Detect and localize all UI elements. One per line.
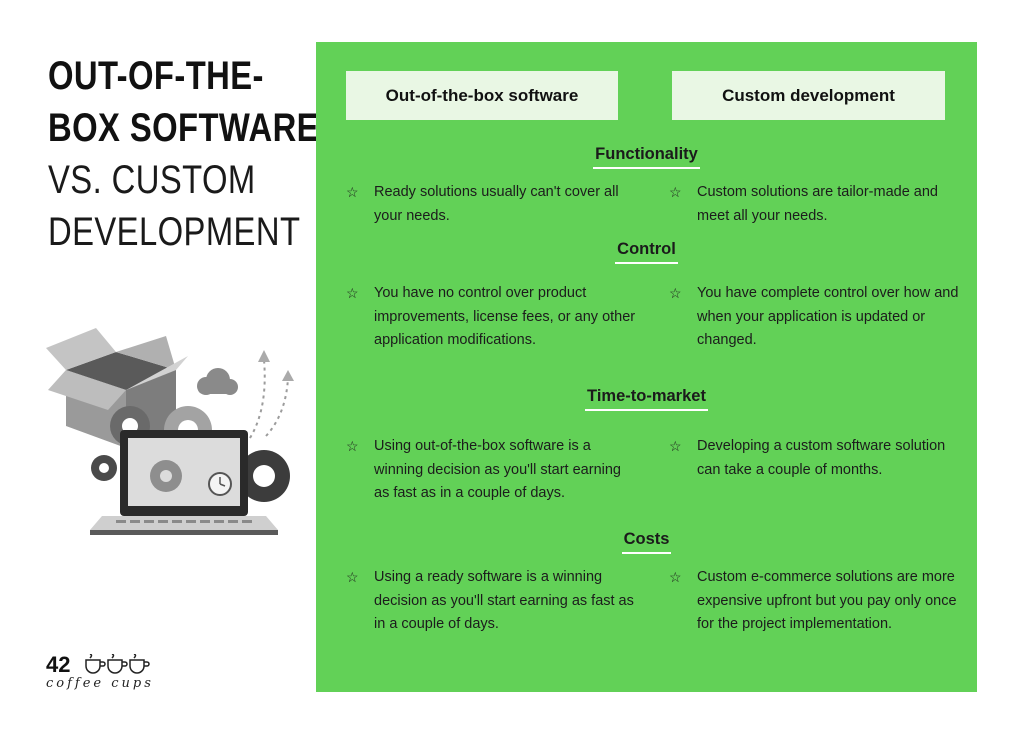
brand-text: coffee cups — [46, 676, 154, 691]
section-title-time-to-market: Time-to-market — [316, 386, 977, 411]
point-control-right: ☆ You have complete control over how and… — [669, 282, 959, 353]
coffee-cups-icon — [85, 654, 150, 674]
star-icon: ☆ — [669, 569, 682, 585]
column-header-out-of-the-box: Out-of-the-box software — [346, 71, 618, 120]
star-icon: ☆ — [346, 184, 359, 200]
point-costs-left: ☆ Using a ready software is a winning de… — [346, 566, 636, 637]
title-line-3: VS. CUSTOM — [48, 158, 256, 202]
section-title-control: Control — [316, 239, 977, 264]
software-illustration — [46, 328, 294, 535]
star-icon: ☆ — [346, 285, 359, 301]
star-icon: ☆ — [346, 438, 359, 454]
point-time-left: ☆ Using out-of-the-box software is a win… — [346, 435, 636, 506]
section-title-costs: Costs — [316, 529, 977, 554]
point-functionality-right: ☆ Custom solutions are tailor-made and m… — [669, 181, 959, 228]
column-header-custom: Custom development — [672, 71, 945, 120]
gear-icon — [238, 450, 290, 502]
cloud-icon — [197, 368, 238, 395]
title-line-4: DEVELOPMENT — [48, 210, 301, 254]
star-icon: ☆ — [669, 285, 682, 301]
star-icon: ☆ — [346, 569, 359, 585]
point-control-left: ☆ You have no control over product impro… — [346, 282, 636, 353]
brand-logo: 42 coffee cups — [46, 652, 176, 698]
point-time-right: ☆ Developing a custom software solution … — [669, 435, 959, 482]
comparison-panel: Out-of-the-box software Custom developme… — [316, 42, 977, 692]
page-title: OUT-OF-THE- BOX SOFTWARE VS. CUSTOM DEVE… — [48, 50, 378, 258]
brand-number: 42 — [46, 652, 71, 677]
title-line-1: OUT-OF-THE- — [48, 54, 264, 98]
star-icon: ☆ — [669, 438, 682, 454]
point-costs-right: ☆ Custom e-commerce solutions are more e… — [669, 566, 959, 637]
growth-arrows-icon — [249, 359, 289, 439]
point-functionality-left: ☆ Ready solutions usually can't cover al… — [346, 181, 636, 228]
title-line-2: BOX SOFTWARE — [48, 106, 319, 150]
section-title-functionality: Functionality — [316, 144, 977, 169]
gear-icon — [91, 455, 117, 481]
star-icon: ☆ — [669, 184, 682, 200]
laptop-icon — [90, 430, 278, 535]
